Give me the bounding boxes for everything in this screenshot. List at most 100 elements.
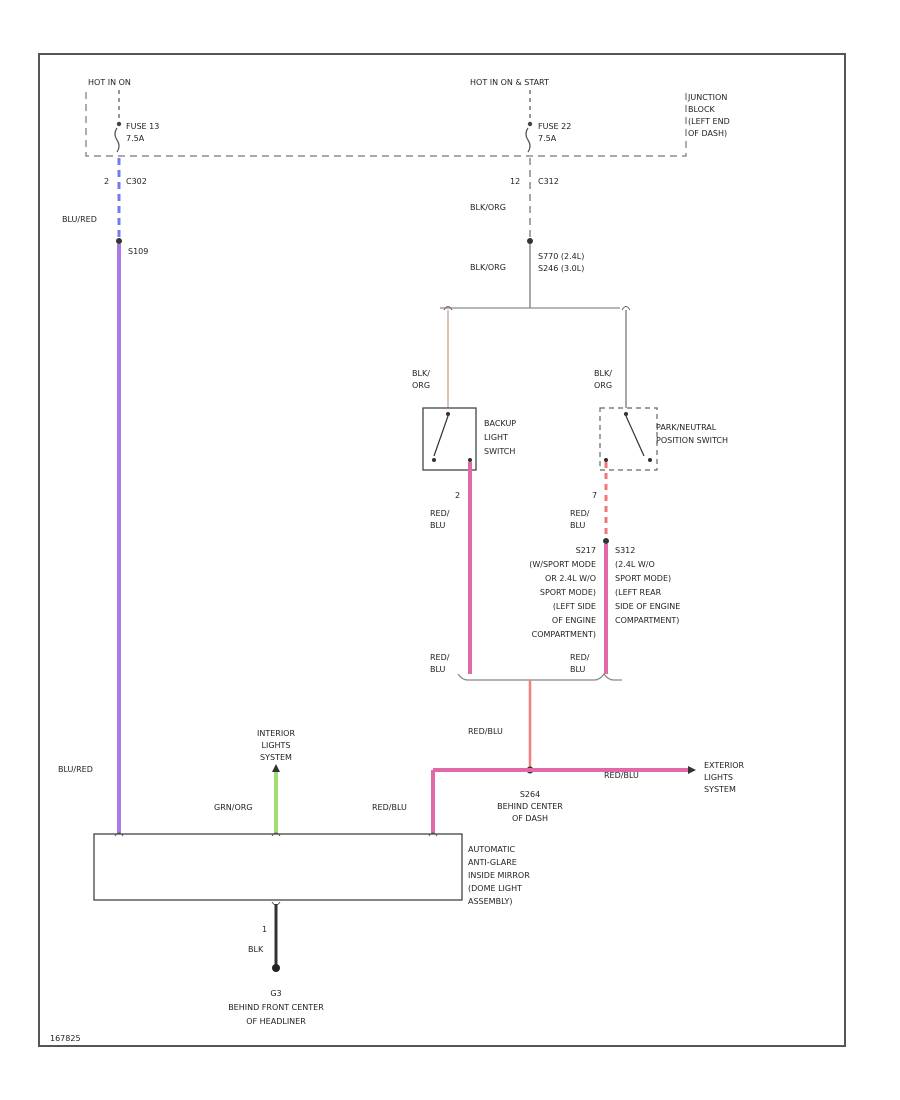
wire-label-blu-red-bottom: BLU/RED <box>58 765 93 774</box>
pn-switch-label-1: PARK/NEUTRAL <box>656 423 717 432</box>
wire-label-blk-org-left-2: ORG <box>412 381 430 390</box>
fuse-13-label: FUSE 13 <box>126 122 159 131</box>
backup-switch-pin: 2 <box>455 491 460 500</box>
pn-switch-arm <box>625 415 645 457</box>
mirror-label-3: INSIDE MIRROR <box>468 871 530 880</box>
hot-run-label: HOT IN ON <box>88 78 131 87</box>
interior-lights-label-3: SYSTEM <box>260 753 292 762</box>
connector-s312-desc-5: COMPARTMENT) <box>615 616 679 625</box>
mirror-label-4: (DOME LIGHT <box>468 884 522 893</box>
wire-label-blk-org-1: BLK/ORG <box>470 203 506 212</box>
wire-label-red-blu-r1b: BLU <box>570 521 586 530</box>
splice-s770-label: S770 (2.4L) <box>538 252 584 261</box>
ground-g3-label: G3 <box>270 989 281 998</box>
hot-run-start-label: HOT IN ON & START <box>470 78 549 87</box>
mirror-pin-grn-org <box>271 832 281 837</box>
connector-c302-name: C302 <box>126 177 147 186</box>
pn-switch-pin: 7 <box>592 491 597 500</box>
backup-switch-arm <box>433 415 449 457</box>
fuse-13-symbol <box>114 127 120 153</box>
wire-label-red-blu-r1a: RED/ <box>570 509 590 518</box>
junction-block-label-1: JUNCTION <box>687 93 727 102</box>
pn-switch-contact-left <box>604 458 608 462</box>
pn-switch-contact-right <box>648 458 652 462</box>
park-neutral-switch-box <box>599 407 658 471</box>
fuse-22-symbol <box>525 127 531 153</box>
mirror-label-5: ASSEMBLY) <box>468 897 512 906</box>
pn-switch-contact-top <box>624 412 628 416</box>
wire-label-red-blu-l1b: BLU <box>430 521 446 530</box>
exterior-lights-label-3: SYSTEM <box>704 785 736 794</box>
wire-label-grn-org: GRN/ORG <box>214 803 253 812</box>
fuse-22-rating: 7.5A <box>538 134 557 143</box>
connector-s312-desc-4: SIDE OF ENGINE <box>615 602 680 611</box>
connector-s217-desc-1: (W/SPORT MODE <box>529 560 596 569</box>
wire-merge-bracket <box>457 672 622 681</box>
auto-dimming-mirror-box <box>93 833 463 901</box>
connector-c302-pin: 2 <box>104 177 109 186</box>
connector-c312-pin: 12 <box>510 177 520 186</box>
ground-g3-desc-1: BEHIND FRONT CENTER <box>228 1003 324 1012</box>
splice-s770-dot <box>527 238 533 244</box>
fuse-13-terminal <box>116 121 122 127</box>
branch-right-hook <box>621 306 631 311</box>
branch-left-hook <box>443 306 453 311</box>
wire-label-blk-org-right-1: BLK/ <box>594 369 612 378</box>
connector-s217-desc-3: SPORT MODE) <box>540 588 596 597</box>
backup-switch-contact-right <box>468 458 472 462</box>
mirror-label-1: AUTOMATIC <box>468 845 516 854</box>
backup-light-switch-box <box>422 407 477 471</box>
mirror-pin-blu-red <box>114 832 124 837</box>
connector-c312-name: C312 <box>538 177 559 186</box>
backup-switch-label-2: LIGHT <box>484 433 508 442</box>
ground-pin-label: 1 <box>262 925 267 934</box>
wire-label-red-blu-ext: RED/BLU <box>604 771 639 780</box>
wire-label-red-blu-mid: RED/BLU <box>468 727 503 736</box>
splice-s264-label: S264 <box>520 790 540 799</box>
diagram-frame <box>38 53 846 1047</box>
ground-g3-icon <box>272 964 280 972</box>
wire-label-red-blu-l2a: RED/ <box>430 653 450 662</box>
connector-s312-desc-2: SPORT MODE) <box>615 574 671 583</box>
fuse-22-terminal <box>527 121 533 127</box>
connector-s217-desc-6: COMPARTMENT) <box>532 630 596 639</box>
connector-s312-name: S312 <box>615 546 635 555</box>
ground-g3-desc-2: OF HEADLINER <box>246 1017 306 1026</box>
wire-label-blu-red-top: BLU/RED <box>62 215 97 224</box>
wire-label-blk: BLK <box>248 945 264 954</box>
interior-lights-label-2: LIGHTS <box>262 741 291 750</box>
connector-s217-desc-2: OR 2.4L W/O <box>545 574 596 583</box>
splice-s109-label: S109 <box>128 247 148 256</box>
junction-block-outline <box>85 92 687 157</box>
splice-s109-dot <box>116 238 122 244</box>
backup-switch-label-1: BACKUP <box>484 419 516 428</box>
backup-switch-contact-left <box>432 458 436 462</box>
backup-switch-contact-top <box>446 412 450 416</box>
wire-label-blk-org-right-2: ORG <box>594 381 612 390</box>
mirror-label-2: ANTI-GLARE <box>468 858 517 867</box>
wire-label-red-blu-r2b: BLU <box>570 665 586 674</box>
connector-s312-dot <box>603 538 609 544</box>
mirror-pin-red-blu <box>428 832 438 837</box>
connector-s217-name: S217 <box>576 546 596 555</box>
exterior-lights-label-1: EXTERIOR <box>704 761 745 770</box>
wire-label-red-blu-l2b: BLU <box>430 665 446 674</box>
interior-lights-label-1: INTERIOR <box>257 729 296 738</box>
wire-label-blk-org-left-1: BLK/ <box>412 369 430 378</box>
splice-s246-label: S246 (3.0L) <box>538 264 584 273</box>
figure-id: 167825 <box>50 1034 81 1043</box>
wire-label-red-blu-l1a: RED/ <box>430 509 450 518</box>
wire-label-blk-org-2: BLK/ORG <box>470 263 506 272</box>
wire-label-red-blu-r2a: RED/ <box>570 653 590 662</box>
junction-block-label-2: BLOCK <box>688 105 716 114</box>
pn-switch-label-2: POSITION SWITCH <box>656 436 728 445</box>
connector-s217-desc-4: (LEFT SIDE <box>553 602 596 611</box>
wire-label-red-blu-mirror: RED/BLU <box>372 803 407 812</box>
exterior-lights-label-2: LIGHTS <box>704 773 733 782</box>
interior-lights-arrow-icon <box>272 764 280 772</box>
backup-switch-label-3: SWITCH <box>484 447 515 456</box>
connector-s312-desc-1: (2.4L W/O <box>615 560 655 569</box>
fuse-22-label: FUSE 22 <box>538 122 571 131</box>
connector-s312-desc-3: (LEFT REAR <box>615 588 662 597</box>
